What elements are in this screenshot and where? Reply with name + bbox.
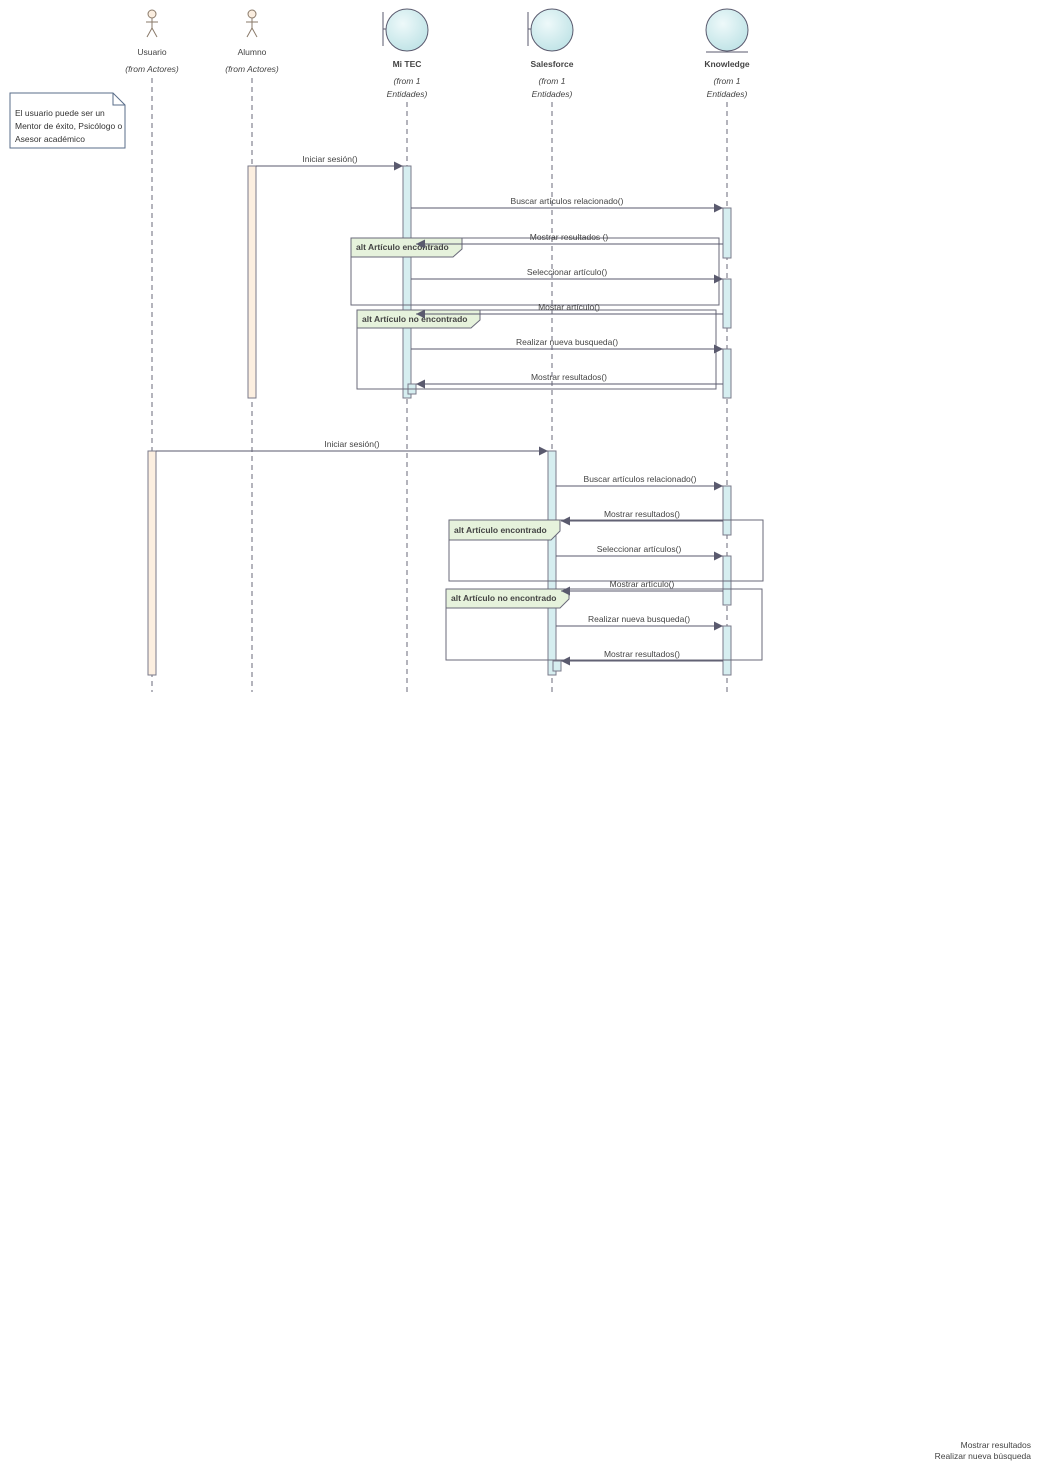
boundary-salesforce-icon: [527, 8, 574, 52]
activation-knowledge-2: [722, 278, 732, 329]
activation-mitec: [402, 165, 412, 399]
footer-line-1: Mostrar resultados: [960, 1440, 1031, 1450]
note-text: El usuario puede ser un Mentor de éxito,…: [15, 108, 123, 144]
message-label-salesforce-3: Seleccionar artículos(): [597, 544, 682, 554]
lifeline-name-alumno: Alumno: [238, 47, 267, 57]
message-label-salesforce-1: Buscar artículos relacionado(): [584, 474, 697, 484]
fragment-salesforce-not-found: alt Artículo no encontrado: [445, 588, 763, 661]
actor-alumno: [246, 9, 258, 38]
message-label-salesforce-5: Realizar nueva busqueda(): [588, 614, 690, 624]
lifeline-name-salesforce: Salesforce: [531, 59, 574, 69]
boundary-mitec-icon: [382, 8, 429, 52]
lifeline-origin-usuario: (from Actores): [125, 64, 179, 74]
note-box: [9, 92, 126, 149]
message-label-mitec-2: Mostrar resultados (): [530, 232, 609, 242]
activation-alumno: [247, 165, 257, 399]
actor-usuario: [146, 9, 158, 38]
activation-knowledge-6: [722, 625, 732, 676]
fragment-label-mitec-found: alt Artículo encontrado: [356, 242, 449, 252]
fragment-label-salesforce-found: alt Artículo encontrado: [454, 525, 547, 535]
lifeline-origin-knowledge-1: (from 1: [714, 76, 741, 86]
lifeline-origin-mitec-2: Entidades): [387, 89, 428, 99]
lifeline-origin-knowledge-2: Entidades): [707, 89, 748, 99]
lifeline-name-knowledge: Knowledge: [704, 59, 750, 69]
message-label-salesforce-6: Mostrar resultados(): [604, 649, 680, 659]
activation-knowledge-4: [722, 485, 732, 536]
activation-usuario: [147, 450, 157, 676]
footer-line-2: Realizar nueva búsqueda: [934, 1451, 1031, 1461]
lifeline-origin-mitec-1: (from 1: [394, 76, 421, 86]
note-fold: [112, 93, 125, 106]
message-label-salesforce-0: Iniciar sesión(): [324, 439, 379, 449]
lifeline-origin-salesforce-1: (from 1: [539, 76, 566, 86]
lifeline-name-usuario: Usuario: [137, 47, 167, 57]
activation-knowledge-1: [722, 207, 732, 259]
footer-notes: Mostrar resultados Realizar nueva búsque…: [935, 1440, 1031, 1462]
message-label-mitec-0: Iniciar sesión(): [302, 154, 357, 164]
fragment-salesforce-found: alt Artículo encontrado: [448, 519, 764, 582]
message-label-mitec-1: Buscar artículos relacionado(): [511, 196, 624, 206]
message-label-mitec-3: Seleccionar artículo(): [527, 267, 607, 277]
fragment-label-mitec-not-found: alt Artículo no encontrado: [362, 314, 467, 324]
lifeline-origin-alumno: (from Actores): [225, 64, 279, 74]
activation-knowledge-3: [722, 348, 732, 399]
message-label-mitec-5: Realizar nueva busqueda(): [516, 337, 618, 347]
message-label-mitec-6: Mostrar resultados(): [531, 372, 607, 382]
fragment-label-salesforce-not-found: alt Artículo no encontrado: [451, 593, 556, 603]
entity-knowledge-icon: [705, 8, 749, 53]
activation-salesforce-nested: [552, 660, 562, 672]
message-label-mitec-4: Mostar artículo(): [538, 302, 600, 312]
lifeline-name-mitec: Mi TEC: [393, 59, 422, 69]
message-label-salesforce-2: Mostrar resultados(): [604, 509, 680, 519]
fragment-mitec-found: alt Artículo encontrado: [350, 237, 720, 306]
activation-salesforce: [547, 450, 557, 676]
lifeline-origin-salesforce-2: Entidades): [532, 89, 573, 99]
message-label-salesforce-4: Mostrar artículo(): [610, 579, 675, 589]
